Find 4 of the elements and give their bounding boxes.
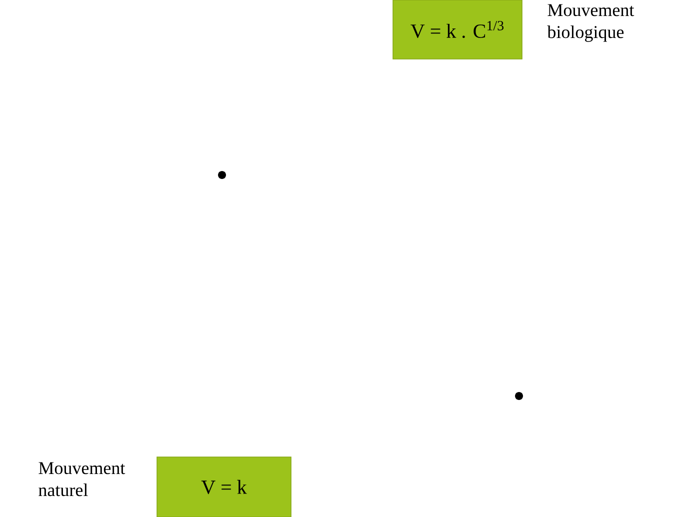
formula-box: V = k [156, 456, 292, 517]
side-label: Mouvement naturel [38, 462, 126, 496]
side-label: Mouvement biologique [547, 4, 634, 42]
formula-box: V = k . C$^{1/3}$ [392, 0, 522, 60]
